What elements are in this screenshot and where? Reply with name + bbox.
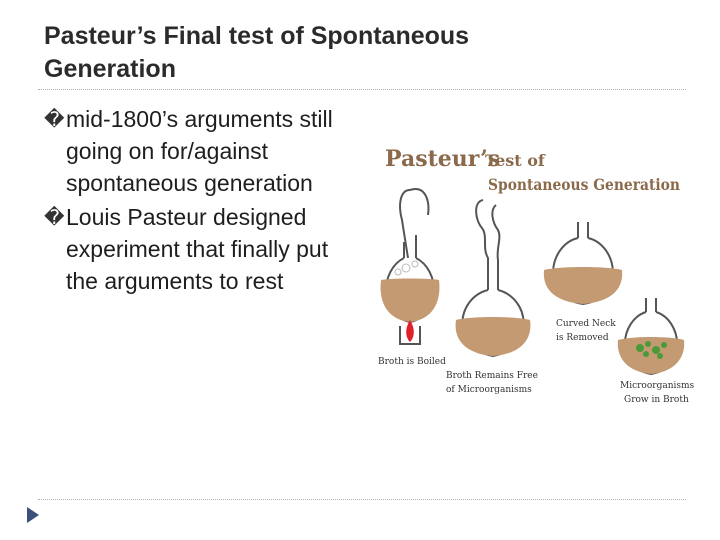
- pasteur-experiment-figure: Pasteur’s Test of Spontaneous Generation…: [370, 130, 700, 420]
- flask-neck-removed: [543, 222, 623, 306]
- figure-heading-word2: Test of: [485, 151, 546, 170]
- experiment-illustration: Pasteur’s Test of Spontaneous Generation…: [378, 146, 695, 405]
- flask-remains-free: [455, 199, 531, 358]
- bullet-list: � mid-1800’s arguments still going on fo…: [44, 103, 354, 299]
- label-neck-removed-1: Curved Neck: [556, 319, 616, 329]
- flame-icon: [406, 320, 414, 342]
- figure-heading-word1: Pasteur’s: [385, 146, 500, 172]
- bullet-marker: �: [44, 205, 65, 229]
- figure-heading-line2: Spontaneous Generation: [488, 175, 680, 194]
- label-remains-free-1: Broth Remains Free: [446, 371, 538, 381]
- microbes-icon: [636, 341, 667, 359]
- next-slide-arrow-icon[interactable]: [26, 506, 40, 524]
- title-divider: [38, 89, 686, 90]
- label-boiled: Broth is Boiled: [378, 357, 446, 367]
- slide-title: Pasteur’s Final test of Spontaneous Gene…: [44, 22, 470, 83]
- bullet-text: Louis Pasteur designed experiment that f…: [66, 204, 329, 294]
- bullet-item: � Louis Pasteur designed experiment that…: [44, 201, 354, 297]
- flask-boiled: [380, 188, 440, 345]
- label-grow-1: Microorganisms: [620, 381, 695, 391]
- bullet-item: � mid-1800’s arguments still going on fo…: [44, 103, 354, 199]
- label-remains-free-2: of Microorganisms: [446, 385, 532, 395]
- bullet-text: mid-1800’s arguments still going on for/…: [66, 106, 333, 196]
- label-grow-2: Grow in Broth: [624, 395, 689, 405]
- flask-microorganisms-grow: [617, 298, 685, 376]
- label-neck-removed-2: is Removed: [556, 333, 609, 343]
- footer-divider: [38, 499, 686, 500]
- bullet-marker: �: [44, 107, 65, 131]
